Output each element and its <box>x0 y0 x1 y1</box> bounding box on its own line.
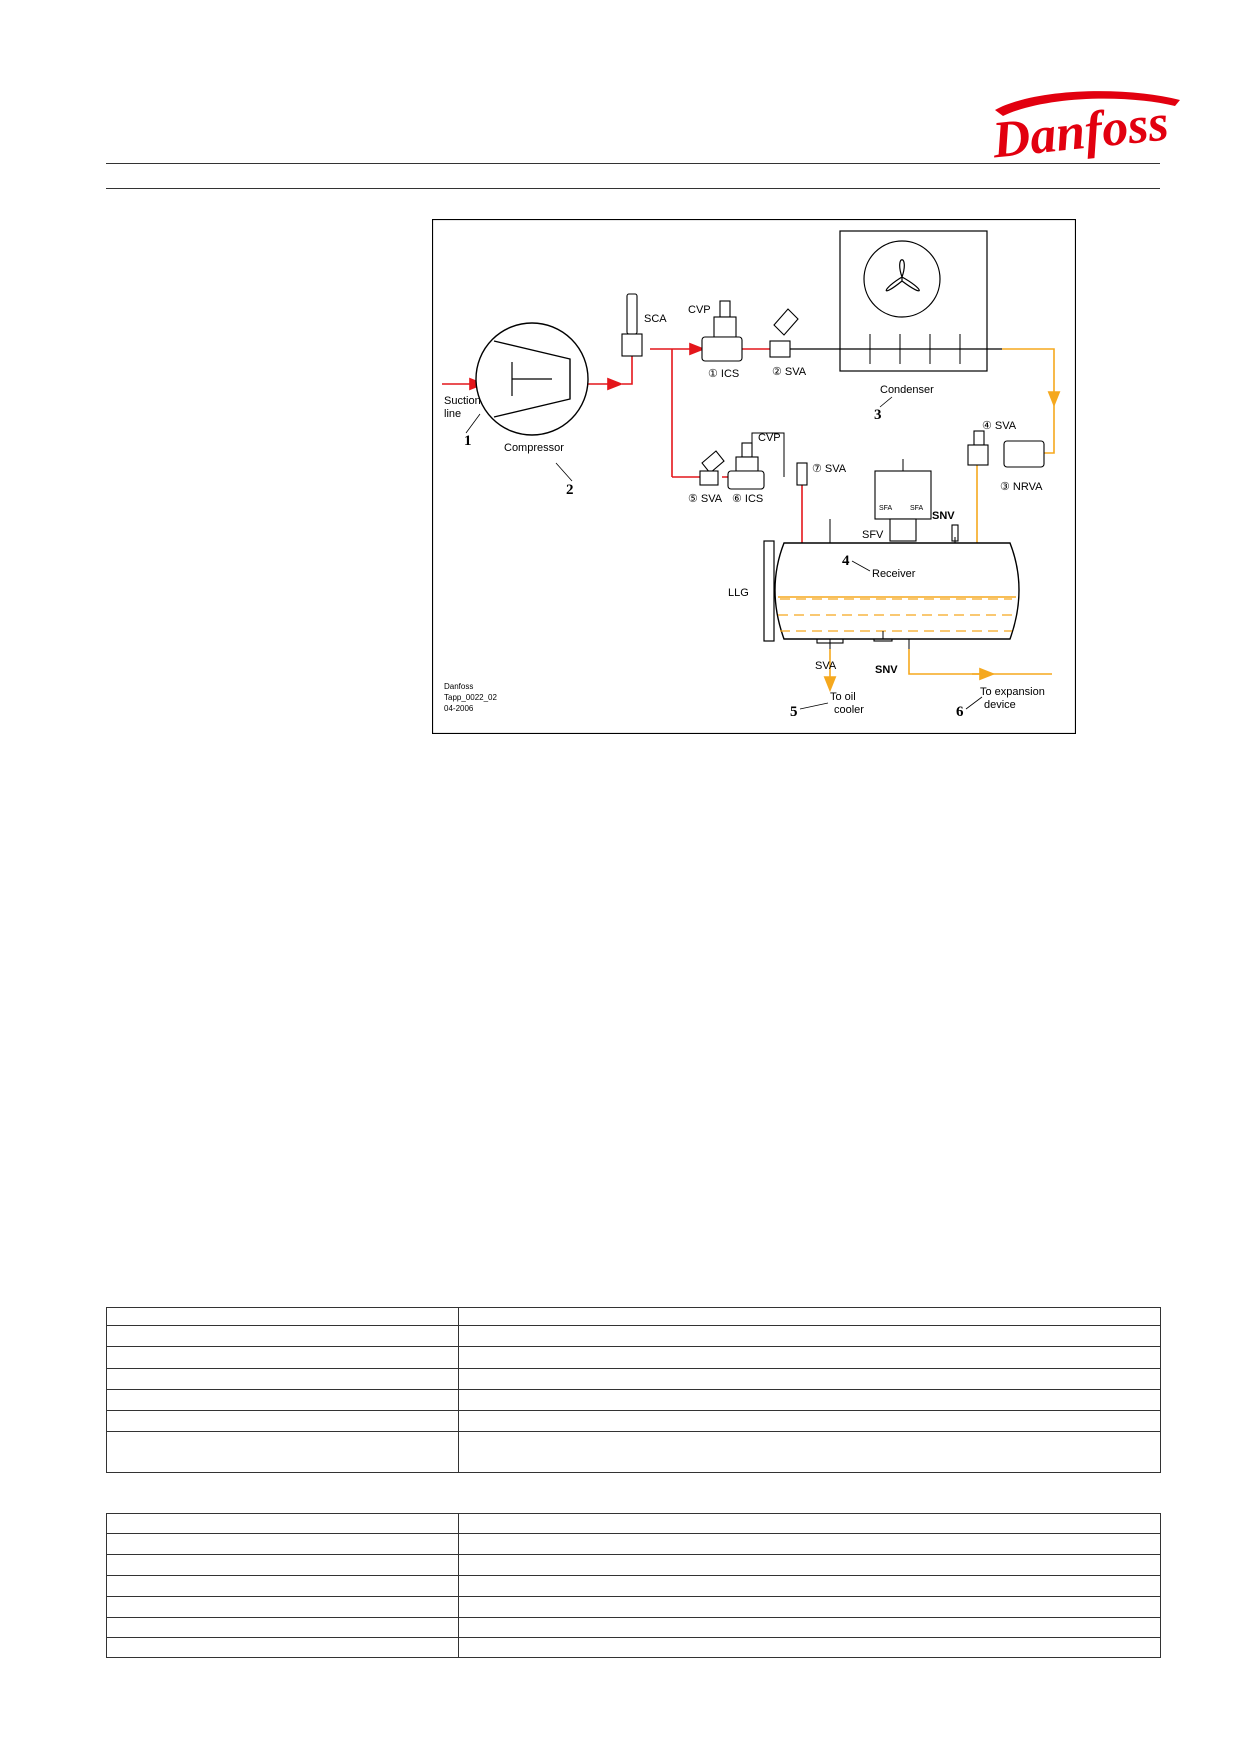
table-row <box>106 1575 1161 1597</box>
number-4: 4 <box>842 553 850 569</box>
label-condenser: Condenser <box>880 384 934 396</box>
table-row <box>106 1617 1161 1638</box>
label-suction-1: Suction <box>444 395 481 407</box>
label-ics-6: ⑥ ICS <box>732 493 763 505</box>
condenser <box>787 230 1002 372</box>
label-receiver: Receiver <box>872 568 916 580</box>
table-row <box>106 1596 1161 1618</box>
label-compressor: Compressor <box>504 442 564 454</box>
label-credit-1: Danfoss <box>444 682 473 691</box>
label-credit-3: 04-2006 <box>444 704 474 713</box>
table-2 <box>106 1513 1161 1658</box>
header-rule-top <box>106 163 1160 164</box>
table-row <box>106 1346 1161 1369</box>
label-sva-5: ⑤ SVA <box>688 493 723 505</box>
compressor <box>475 322 589 436</box>
label-to-exp-2: device <box>984 699 1016 711</box>
label-cvp-top: CVP <box>688 304 711 316</box>
label-to-oil-1: To oil <box>830 691 856 703</box>
label-sfa-right: SFA <box>910 505 924 512</box>
table-row <box>106 1307 1161 1326</box>
table-row <box>106 1533 1161 1555</box>
label-sva-bottom: SVA <box>815 660 837 672</box>
label-to-exp-1: To expansion <box>980 686 1045 698</box>
label-cvp-bottom: CVP <box>758 432 781 444</box>
danfoss-logo: Danfoss <box>989 91 1180 168</box>
label-to-oil-2: cooler <box>834 704 864 716</box>
label-sfv: SFV <box>862 529 884 541</box>
label-sva-4: ④ SVA <box>982 420 1017 432</box>
number-6: 6 <box>956 704 964 720</box>
liquid-lines <box>823 348 1061 693</box>
label-sfa-left: SFA <box>879 505 893 512</box>
table-row <box>106 1389 1161 1411</box>
label-sva-2: ② SVA <box>772 366 807 378</box>
table-row <box>106 1325 1161 1347</box>
label-lg: LLG <box>728 587 749 599</box>
system-diagram: Suction line Compressor Condenser Receiv… <box>432 219 1076 734</box>
table-row <box>106 1554 1161 1576</box>
table-row <box>106 1513 1161 1534</box>
label-sca: SCA <box>644 313 667 325</box>
number-1: 1 <box>464 433 472 449</box>
number-2: 2 <box>566 482 574 498</box>
table-row <box>106 1410 1161 1432</box>
table-1 <box>106 1307 1161 1473</box>
label-sva-7: ⑦ SVA <box>812 463 847 475</box>
label-suction-2: line <box>444 408 461 420</box>
table-row <box>106 1431 1161 1473</box>
table-row <box>106 1637 1161 1658</box>
label-ics-1: ① ICS <box>708 368 739 380</box>
table-row <box>106 1368 1161 1390</box>
receiver <box>763 519 1020 649</box>
number-5: 5 <box>790 704 798 720</box>
label-snv-top: SNV <box>932 510 955 522</box>
number-3: 3 <box>874 407 882 423</box>
label-nrva-3: ③ NRVA <box>1000 481 1043 493</box>
label-credit-2: Tapp_0022_02 <box>444 693 497 702</box>
header-rule-bottom <box>106 188 1160 189</box>
label-snv-bottom: SNV <box>875 664 898 676</box>
